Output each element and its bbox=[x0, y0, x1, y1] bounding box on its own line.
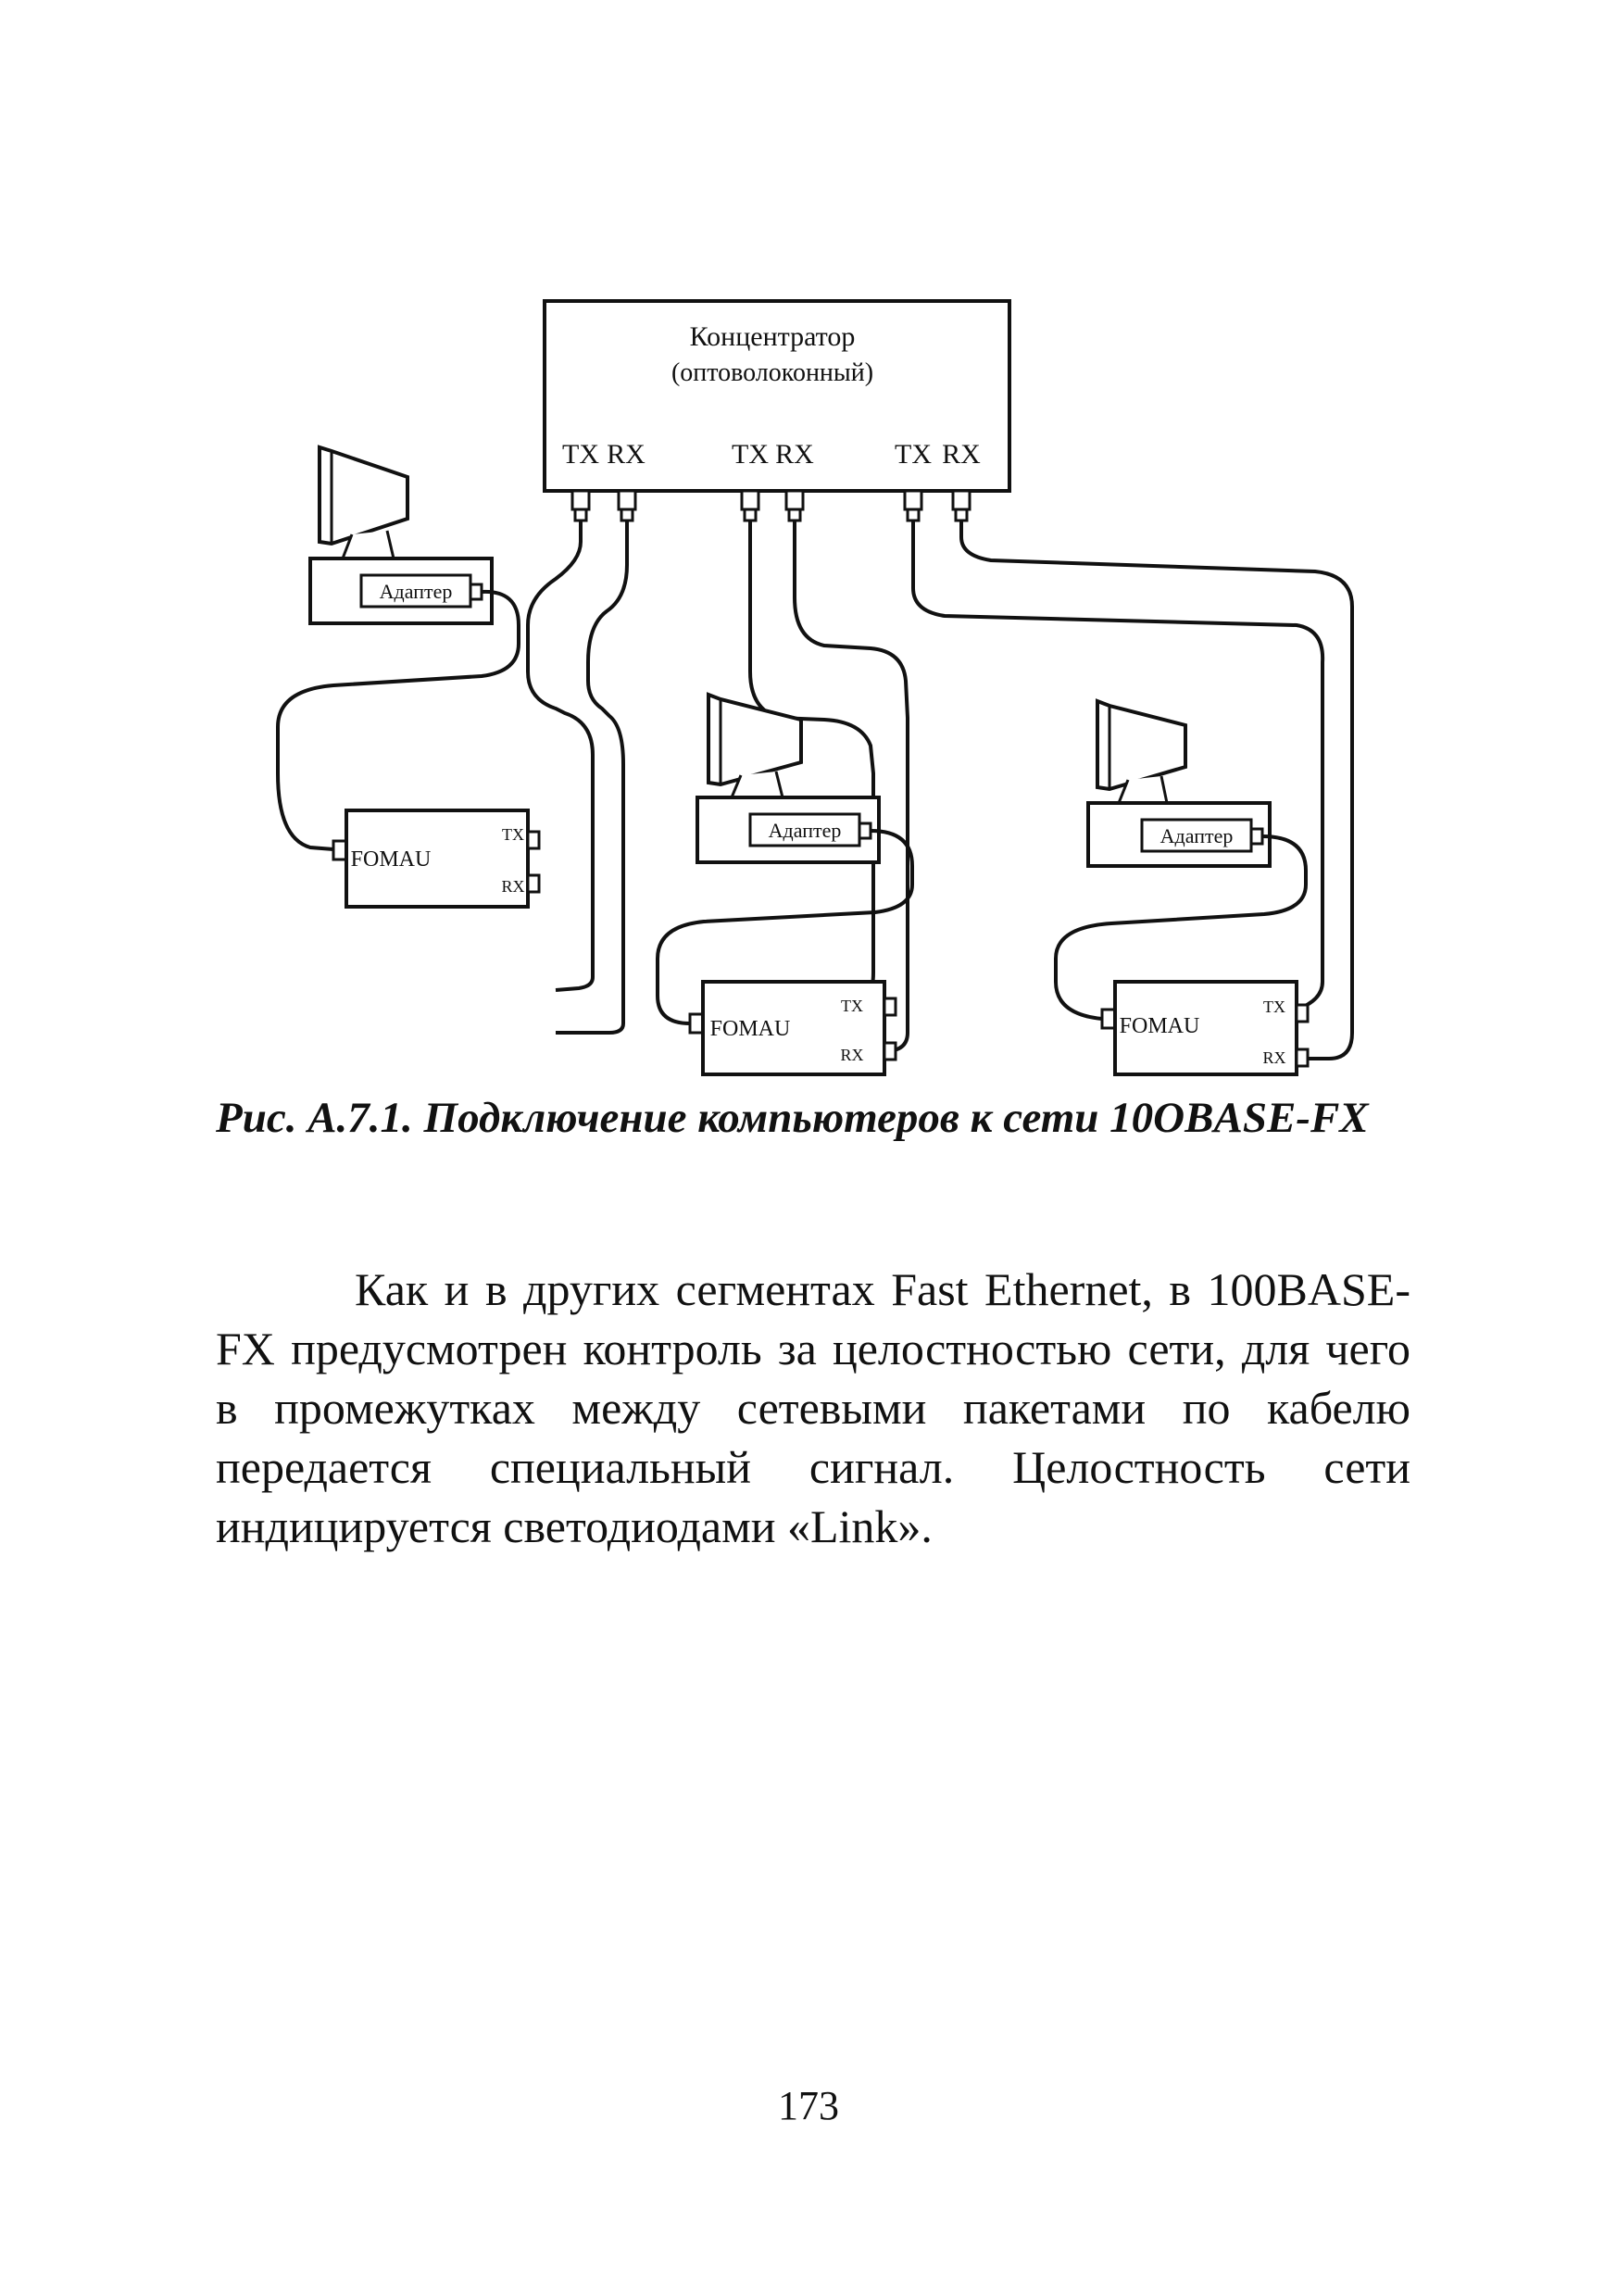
adapter-box bbox=[1140, 818, 1253, 853]
computer-monitor-icon bbox=[707, 692, 803, 799]
hub-port1-rx-label: RX bbox=[607, 439, 646, 470]
adapter-label: Адаптер bbox=[769, 819, 842, 842]
fomau-tx-label: TX bbox=[502, 825, 524, 844]
workstation-3: Адаптер FOMAU TX RX bbox=[1054, 698, 1310, 1076]
network-diagram: Концентратор (оптоволоконный) TX RX TX R… bbox=[222, 292, 1380, 1088]
workstation-1: Адаптер FOMAU TX RX bbox=[276, 445, 541, 909]
fomau-box bbox=[1113, 980, 1298, 1076]
fomau-label: FOMAU bbox=[351, 847, 432, 872]
workstation-2: Адаптер FOMAU TX RX bbox=[656, 692, 914, 1076]
adapter-label: Адаптер bbox=[380, 580, 453, 603]
fomau-rx-label: RX bbox=[501, 877, 524, 896]
fomau-tx-label: TX bbox=[841, 997, 863, 1015]
hub-port2-rx-label: RX bbox=[775, 439, 814, 470]
body-paragraph: Как и в других сегментах Fast Ethernet, … bbox=[216, 1260, 1410, 1556]
hub-port2-tx-label: TX bbox=[732, 439, 769, 470]
hub-port3-rx-label: RX bbox=[942, 439, 981, 470]
body-paragraph-text: Как и в других сегментах Fast Ethernet, … bbox=[216, 1263, 1410, 1552]
computer-monitor-icon bbox=[1096, 698, 1187, 805]
hub: Концентратор (оптоволоконный) TX RX TX R… bbox=[543, 299, 1011, 522]
hub-title-line1: Концентратор bbox=[690, 321, 856, 352]
fomau-label: FOMAU bbox=[710, 1017, 791, 1041]
fomau-box bbox=[345, 809, 530, 909]
computer-monitor-icon bbox=[318, 445, 409, 560]
figure-caption: Рис. А.7.1. Подключение компьютеров к се… bbox=[216, 1094, 1369, 1142]
utp-cable bbox=[276, 589, 520, 851]
page-number: 173 bbox=[778, 2083, 839, 2128]
fomau-label: FOMAU bbox=[1120, 1014, 1200, 1038]
fiber-cables bbox=[526, 521, 1354, 1060]
hub-box bbox=[543, 299, 1011, 493]
fomau-rx-label: RX bbox=[840, 1046, 863, 1064]
adapter-box bbox=[359, 573, 472, 609]
hub-port1-tx-label: TX bbox=[562, 439, 599, 470]
fomau-rx-label: RX bbox=[1262, 1048, 1285, 1067]
adapter-label: Адаптер bbox=[1160, 824, 1234, 847]
hub-title-line2: (оптоволоконный) bbox=[671, 358, 873, 387]
diagram-svg: Концентратор (оптоволоконный) TX RX TX R… bbox=[276, 299, 1354, 1076]
fomau-tx-label: TX bbox=[1263, 997, 1285, 1016]
utp-cable bbox=[1054, 834, 1308, 1021]
utp-cable bbox=[656, 829, 914, 1025]
hub-connectors bbox=[570, 489, 971, 522]
fomau-box bbox=[701, 980, 886, 1076]
hub-port3-tx-label: TX bbox=[895, 439, 932, 470]
